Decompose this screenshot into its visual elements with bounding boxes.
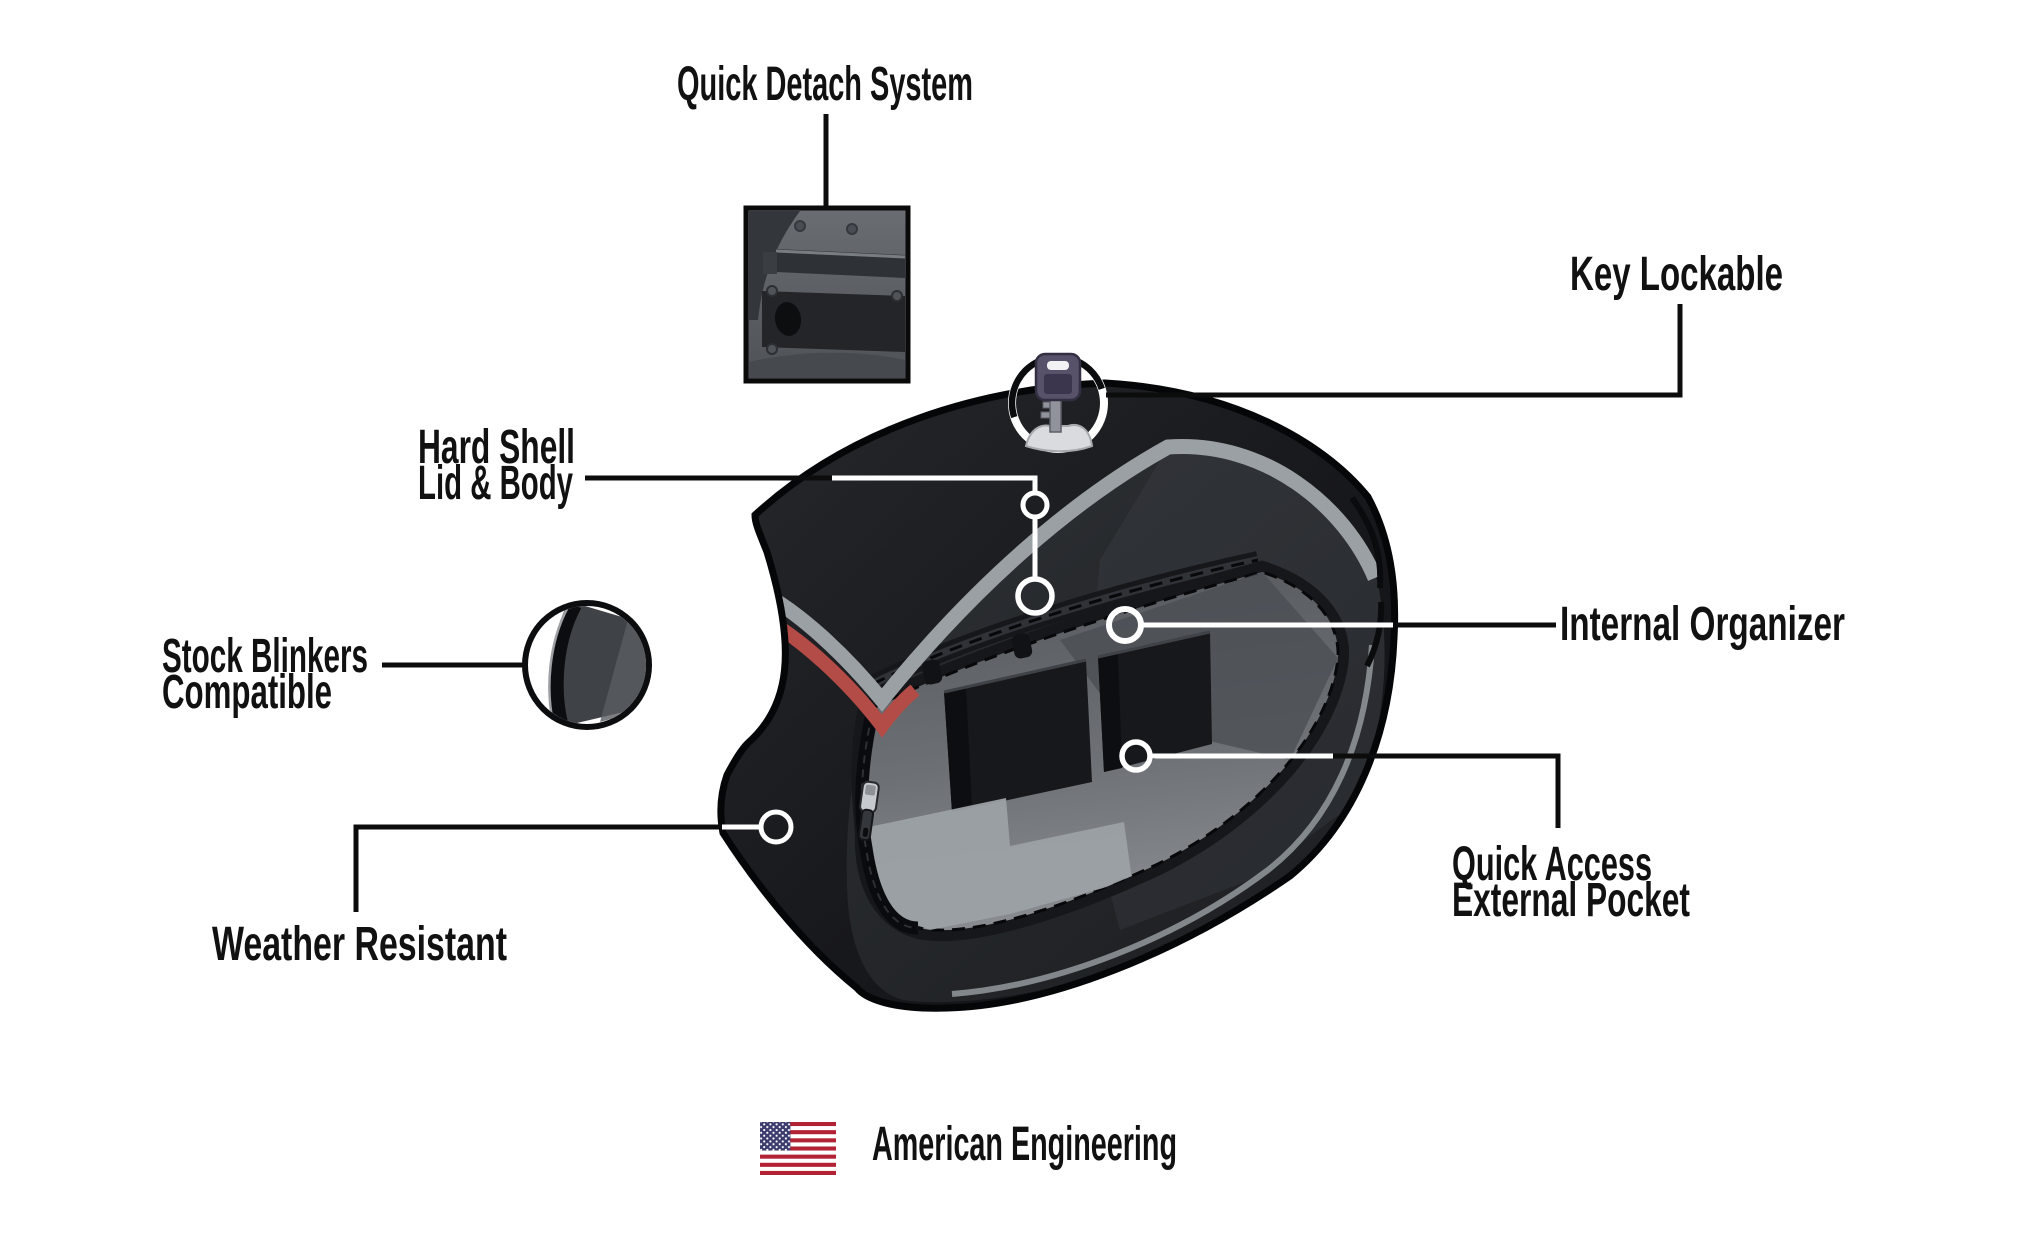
inset-rail-highlight xyxy=(775,249,905,259)
label-hard-shell-line1: Hard Shell xyxy=(418,421,575,474)
reflection-accent xyxy=(1349,496,1384,589)
callout-lines-light xyxy=(722,475,1393,845)
organizer-strap xyxy=(944,687,972,812)
key-icon xyxy=(1008,352,1108,453)
bottom-trim xyxy=(951,644,1375,997)
saddlebag-illustration xyxy=(717,379,1399,1012)
label-hard-shell-line2: Lid & Body xyxy=(418,457,573,510)
label-quick-access-line2: External Pocket xyxy=(1452,874,1690,927)
quick-detach-mount-inset xyxy=(743,205,911,384)
strap-loop xyxy=(921,659,943,685)
organizer-slot-edge xyxy=(1097,630,1211,659)
callout-lines-dark xyxy=(353,114,1683,912)
saddlebag-outline xyxy=(717,379,1399,1012)
flag-stars xyxy=(760,1122,791,1151)
callout-marker-organizer xyxy=(1106,606,1144,644)
label-stock-blinkers-line1: Stock Blinkers xyxy=(162,630,368,683)
callout-marker-lid xyxy=(1020,490,1050,520)
blinker-inset-edge xyxy=(549,606,582,724)
callout-marker-body xyxy=(1015,576,1055,616)
label-quick-detach-system: Quick Detach System xyxy=(677,58,973,111)
label-weather-resistant: Weather Resistant xyxy=(212,918,507,971)
zipper-slider xyxy=(857,780,880,841)
inset-screw xyxy=(766,285,778,297)
callout-line-hard-shell-light xyxy=(832,475,1038,494)
inset-bag-edge xyxy=(749,211,800,320)
callout-marker-weather xyxy=(758,809,794,845)
inset-screw xyxy=(794,220,806,232)
strap-loop xyxy=(1011,633,1033,659)
organizer-slot xyxy=(944,660,1092,812)
lock-base xyxy=(1024,424,1094,453)
organizer-slot-edge xyxy=(943,658,1087,694)
key-head-window xyxy=(1044,374,1072,394)
organizer-slot xyxy=(1098,632,1212,772)
pocket-light-panel xyxy=(864,798,1132,930)
inset-bottom xyxy=(749,352,905,378)
reflection-accent xyxy=(1364,601,1385,668)
label-quick-access-line1: Quick Access xyxy=(1452,838,1652,891)
key-shaft xyxy=(1049,395,1062,433)
inset-screw xyxy=(891,290,903,302)
label-key-lockable: Key Lockable xyxy=(1570,248,1783,301)
organizer-strap xyxy=(1098,653,1122,772)
callout-line-quick-access xyxy=(1333,753,1561,828)
inset-plate xyxy=(762,291,905,352)
inset-rail-cap xyxy=(763,252,777,274)
callout-line-key-lockable xyxy=(1106,304,1683,398)
callout-line-weather-resistant xyxy=(353,824,722,912)
inset-screw xyxy=(766,343,778,355)
key-head-slot xyxy=(1047,361,1069,370)
red-accent-stripe xyxy=(756,609,920,738)
zipper-teeth xyxy=(860,713,919,929)
inset-screw xyxy=(846,223,858,235)
flag-stripes xyxy=(760,1122,836,1175)
us-flag-icon xyxy=(760,1122,836,1175)
inset-plate-hole xyxy=(774,302,802,336)
blinker-inset-light xyxy=(600,612,646,722)
label-internal-organizer: Internal Organizer xyxy=(1560,598,1845,651)
blinker-clearance-inset xyxy=(522,600,652,730)
callout-marker-pocket xyxy=(1119,739,1153,773)
silver-trim xyxy=(753,439,1382,712)
label-stock-blinkers-line2: Compatible xyxy=(162,666,332,719)
label-american-engineering: American Engineering xyxy=(872,1118,1177,1171)
